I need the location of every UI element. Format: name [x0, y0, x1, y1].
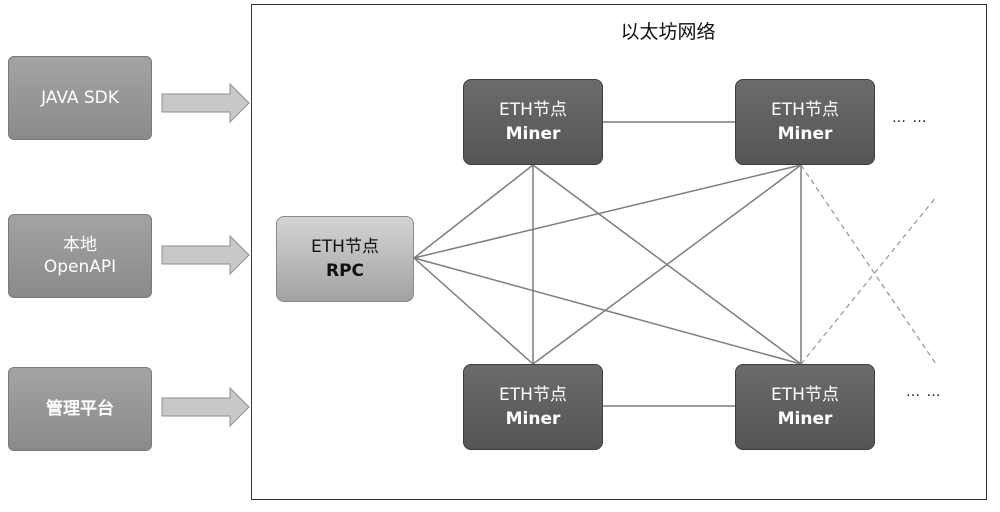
- client-label-line2: OpenAPI: [43, 257, 117, 277]
- arrow-admin: [161, 386, 250, 428]
- node-role: RPC: [325, 261, 365, 281]
- client-label-line1: 本地: [63, 235, 97, 255]
- node-type: ETH节点: [499, 385, 567, 405]
- arrow-openapi: [161, 234, 250, 276]
- client-java-sdk: JAVA SDK: [8, 56, 152, 140]
- link-rpc-m1: [413, 164, 534, 259]
- miner-node-2: ETH节点 Miner: [735, 79, 875, 165]
- link-m2-m3: [532, 164, 802, 365]
- network-title: 以太坊网络: [620, 21, 716, 43]
- node-type: ETH节点: [499, 100, 567, 120]
- node-role: Miner: [777, 409, 833, 429]
- client-label: JAVA SDK: [41, 88, 119, 108]
- rpc-node: ETH节点 RPC: [276, 216, 414, 302]
- ethereum-network-frame: [251, 4, 987, 500]
- node-type: ETH节点: [771, 385, 839, 405]
- ellipsis-top: … …: [892, 110, 928, 126]
- miner-node-4: ETH节点 Miner: [735, 364, 875, 450]
- dashed-link-1: [800, 164, 937, 365]
- node-type: ETH节点: [311, 237, 379, 257]
- node-type: ETH节点: [771, 100, 839, 120]
- node-role: Miner: [505, 124, 561, 144]
- link-rpc-m4: [413, 257, 802, 365]
- client-local-openapi: 本地 OpenAPI: [8, 214, 152, 298]
- node-role: Miner: [777, 124, 833, 144]
- link-rpc-m3: [413, 257, 534, 365]
- client-admin-platform: 管理平台: [8, 367, 152, 451]
- node-role: Miner: [505, 409, 561, 429]
- miner-node-3: ETH节点 Miner: [463, 364, 603, 450]
- miner-node-1: ETH节点 Miner: [463, 79, 603, 165]
- link-rpc-m2: [413, 164, 802, 259]
- ellipsis-bottom: … …: [906, 384, 942, 400]
- arrow-java-sdk: [161, 82, 250, 124]
- client-label: 管理平台: [46, 399, 114, 419]
